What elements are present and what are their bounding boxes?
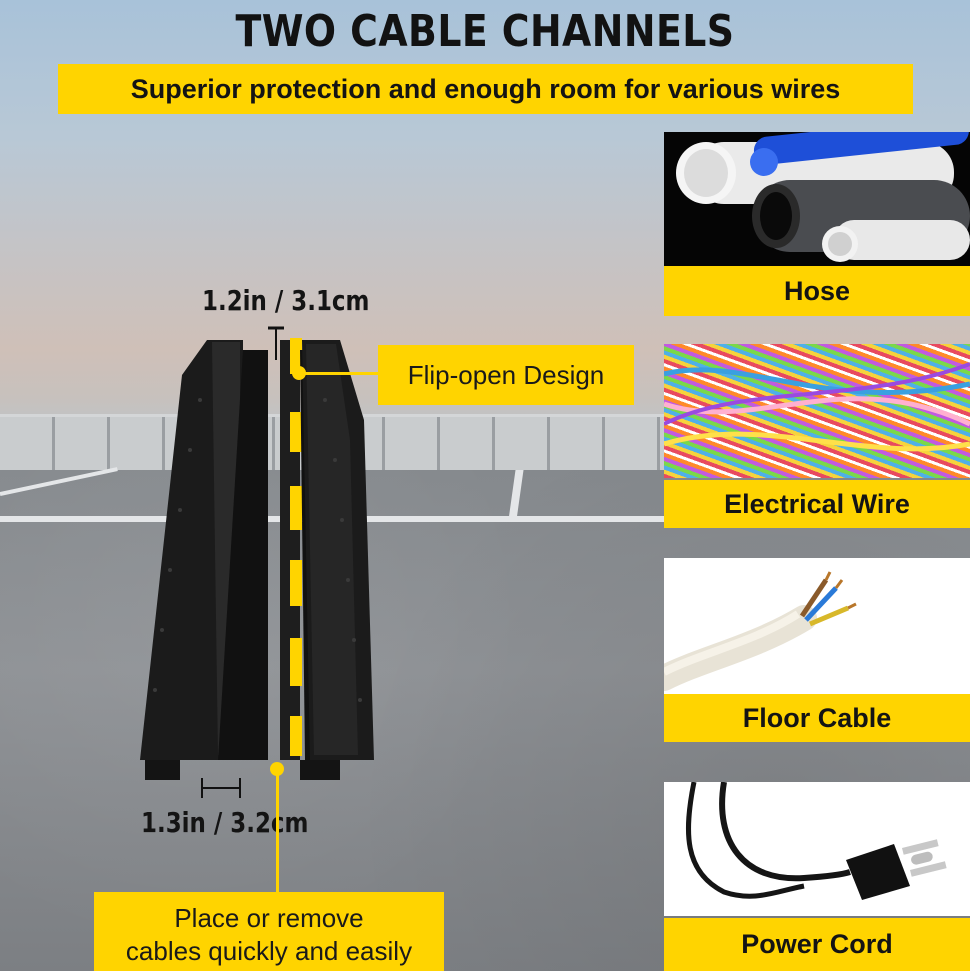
floor-cable-photo — [664, 558, 970, 694]
bottom-dimension-label: 1.3in / 3.2cm — [141, 806, 309, 839]
center-lid — [280, 340, 300, 760]
card-power-cord: Power Cord — [664, 782, 970, 971]
wires-overlay — [664, 362, 970, 452]
pipes-photo — [664, 132, 970, 266]
ramp-texture — [153, 398, 362, 702]
card-hose-label: Hose — [664, 266, 970, 316]
card-electrical-wire: Electrical Wire — [664, 344, 970, 528]
place-remove-dot — [270, 762, 284, 776]
subtitle-text: Superior protection and enough room for … — [130, 74, 841, 104]
top-dimension-label: 1.2in / 3.1cm — [202, 284, 370, 317]
card-label-text: Hose — [783, 276, 851, 306]
card-electrical-wire-label: Electrical Wire — [664, 480, 970, 528]
power-cord-illustration — [685, 782, 947, 900]
card-label-text: Power Cord — [741, 929, 893, 959]
power-cord-photo — [664, 782, 970, 916]
place-remove-connector — [276, 768, 279, 892]
flip-open-dot — [292, 366, 306, 380]
left-channel — [218, 350, 268, 760]
place-remove-line1: Place or remove — [174, 903, 364, 933]
card-label-text: Floor Cable — [742, 703, 892, 733]
flip-open-text: Flip-open Design — [407, 360, 605, 390]
yellow-lid-stripes — [290, 338, 302, 756]
subtitle-banner: Superior protection and enough room for … — [58, 64, 913, 114]
card-floor-cable-label: Floor Cable — [664, 694, 970, 742]
cable-protector-ramp — [140, 326, 374, 798]
page-title: TWO CABLE CHANNELS — [235, 6, 735, 57]
wires-photo — [664, 344, 970, 478]
pipes-illustration — [664, 132, 970, 266]
flip-open-connector — [298, 372, 378, 375]
floor-cable-illustration — [664, 571, 857, 691]
card-floor-cable: Floor Cable — [664, 558, 970, 742]
flip-open-callout: Flip-open Design — [378, 345, 634, 405]
card-label-text: Electrical Wire — [724, 489, 910, 519]
place-remove-line2: cables quickly and easily — [125, 936, 413, 966]
card-power-cord-label: Power Cord — [664, 918, 970, 971]
place-remove-callout: Place or remove cables quickly and easil… — [94, 892, 444, 971]
card-hose: Hose — [664, 132, 970, 316]
